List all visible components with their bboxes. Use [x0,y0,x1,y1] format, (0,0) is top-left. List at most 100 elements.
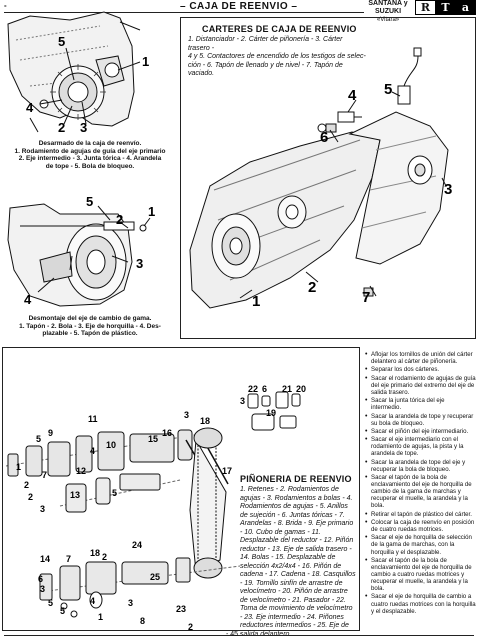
procedure-step: Sacar la arandela de tope y recuperar su… [364,413,476,427]
callout-number: 4 [26,100,34,115]
callout-number: 3 [80,120,87,135]
callout-number: 5 [58,34,65,49]
callout-number: 6 [38,574,43,584]
callout-number: 10 [106,440,116,450]
procedure-step: Sacar la arandela de tope del eje y recu… [364,459,476,473]
callout-number: 5 [86,194,93,209]
header-rule [4,12,364,13]
brand-line-1: SANTANA y SUZUKI [368,0,408,15]
callout-number: 4 [24,292,32,307]
section-title: – CAJA DE REENVIO – [180,1,298,12]
callout-number: 1 [252,293,260,310]
callout-number: 3 [128,598,133,608]
range-shift-shaft-drawing [7,203,151,307]
rta-logo: R T a [415,0,476,15]
callout-number: 20 [296,384,306,394]
callout-number: 2 [308,279,316,296]
callout-number: 5 [36,434,41,444]
callout-number: 3 [40,584,45,594]
callout-number: 2 [188,622,193,632]
callout-number: 2 [58,120,65,135]
callout-number: 25 [150,572,160,582]
callout-number: 1 [98,612,103,622]
gear-train-exploded-drawing [5,391,301,618]
procedure-step: Sacar el eje de horquilla de selección d… [364,534,476,555]
callout-number: 7 [362,289,370,306]
callout-number: 5 [48,598,53,608]
callout-number: 1 [16,462,21,472]
callout-number: 11 [88,414,98,424]
callout-number: 5 [60,606,65,616]
callout-number: 16 [162,428,172,438]
callout-number: 3 [40,504,45,514]
procedure-step: Sacar el eje de horquilla de cambio a cu… [364,593,476,614]
callout-number: 7 [66,554,71,564]
callout-number: 21 [282,384,292,394]
procedure-step: Sacar el piñón del eje intermediario. [364,428,476,435]
callout-number: 17 [222,466,232,476]
carteres-title: CARTERES DE CAJA DE REENVIO [202,24,357,34]
callout-number: 4 [90,596,95,606]
callout-number: 3 [136,256,143,271]
carteres-frame [180,17,476,339]
drive-chain [197,438,217,572]
callout-number: 6 [262,384,267,394]
callout-number: 1 [148,204,155,219]
logo-letter-t: T [435,0,456,15]
brand-label: SANTANA y SUZUKI «Vitara» [362,0,414,24]
page-number: - 45 - [226,631,243,638]
callout-number: 18 [90,548,100,558]
callout-number: 2 [24,480,29,490]
procedure-step: Sacar el eje intermediario con el rodami… [364,436,476,457]
callout-number: 12 [76,466,86,476]
callout-number: 3 [240,396,245,406]
callout-number: 3 [184,410,189,420]
procedure-step: Colocar la caja de reenvío en posición d… [364,519,476,533]
callout-number: 9 [48,428,53,438]
logo-letter-a: a [455,0,476,15]
drain-plug [363,287,374,297]
procedure-step: Sacar la junta tórica del eje intermedio… [364,397,476,411]
callout-number: 24 [132,540,142,550]
pinoneria-frame [2,347,360,631]
callout-number: 7 [42,470,47,480]
disassembly-caption: Desarmado de la caja de reenvío. 1. Roda… [14,140,166,170]
sender-switch-4 [337,111,362,123]
procedure-step: Retirar el tapón de plástico del cárter. [364,511,476,518]
procedure-step: Aflojar los tornillos de unión del cárte… [364,351,476,365]
brand-line-2: «Vitara» [376,17,400,23]
callout-number: 13 [70,490,80,500]
callout-number: 5 [112,488,117,498]
callout-number: 8 [140,616,145,626]
callout-number: 3 [444,181,452,198]
callout-number: 1 [142,54,149,69]
callout-number: 19 [266,408,276,418]
procedure-step: Separar los dos cárteres. [364,366,476,373]
transfer-case-disassembly-drawing [7,11,141,133]
pinoneria-title: PIÑONERIA DE REENVIO [240,474,352,484]
callout-number: 4 [90,446,95,456]
header-left-mark: - [4,1,7,10]
callout-number: 22 [248,384,258,394]
callout-number: 23 [176,604,186,614]
callout-number: 15 [148,434,158,444]
procedure-step: Sacar el rodamiento de agujas de guía de… [364,375,476,396]
callout-number: 5 [384,81,392,98]
housings-exploded-drawing [189,47,449,309]
procedure-step: Sacar el tapón de la bola de enclavamien… [364,474,476,509]
callout-number: 2 [28,492,33,502]
callout-number: 2 [116,212,123,227]
sender-switch-5 [397,47,422,105]
callout-number: 18 [200,416,210,426]
range-shaft-caption: Desmontaje del eje de cambio de gama. 1.… [19,315,161,337]
callout-number: 14 [40,554,50,564]
callout-number: 6 [320,129,328,146]
procedure-step: Sacar el tapón de la bola de enclavamien… [364,557,476,592]
callout-number: 2 [102,552,107,562]
footer-rule [4,635,474,636]
pinoneria-legend: 1. Retenes - 2. Rodamientos de agujas - … [240,486,356,638]
procedure-list: Aflojar los tornillos de unión del cárte… [364,351,476,616]
